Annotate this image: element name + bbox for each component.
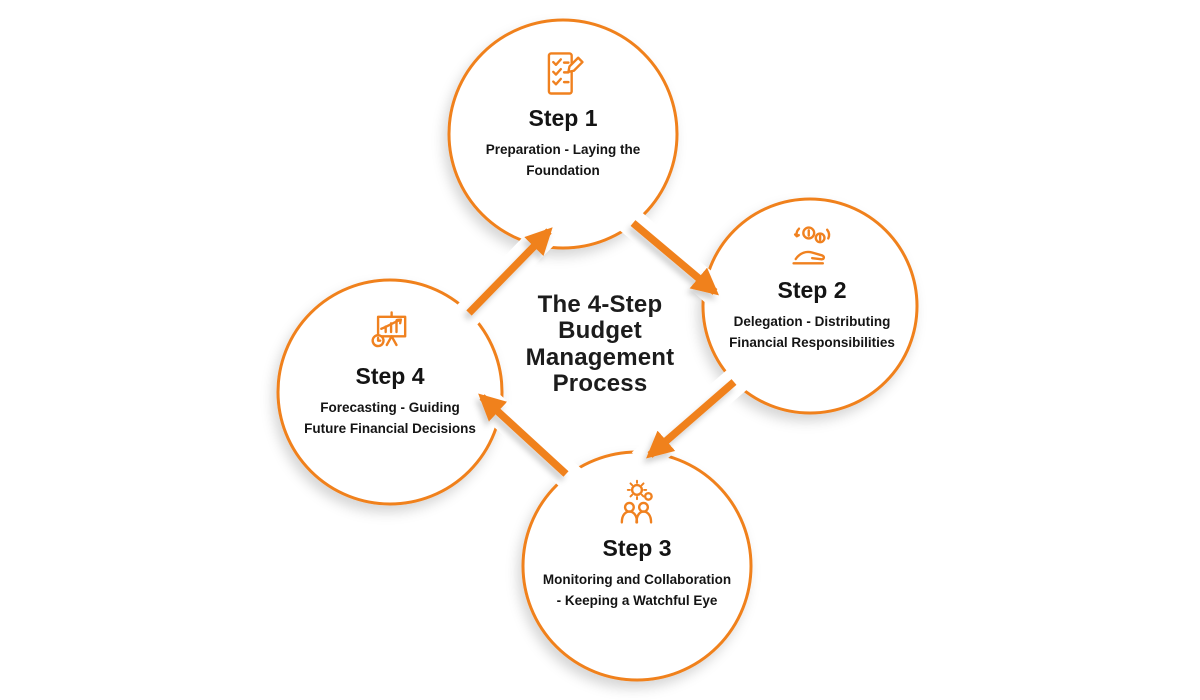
step-4-circle xyxy=(276,278,504,506)
arrow-step-4-to-step-1 xyxy=(466,227,553,316)
arrow-step-3-to-step-4 xyxy=(478,393,569,477)
step-1-circle xyxy=(447,18,679,250)
step-2-group: Step 2 Delegation - Distributing Financi… xyxy=(726,220,898,354)
step-1-description: Preparation - Laying the Foundation xyxy=(485,142,641,178)
step-4-label: Step 4 xyxy=(355,363,425,389)
step-3-group: Step 3 Monitoring and Collaboration - Ke… xyxy=(542,478,732,612)
people-gears-icon xyxy=(620,479,653,524)
arrow-step-1-to-step-2 xyxy=(630,220,720,296)
step-1-label: Step 1 xyxy=(528,105,598,131)
diagram-title: The 4-Step Budget Management Process xyxy=(525,291,675,398)
arrow-step-2-to-step-3 xyxy=(646,379,737,459)
checklist-document-icon xyxy=(547,52,584,95)
step-4-group: Step 4 Forecasting - Guiding Future Fina… xyxy=(304,306,476,440)
presentation-chart-icon xyxy=(371,311,407,348)
step-2-description: Delegation - Distributing Financial Resp… xyxy=(729,314,895,350)
hand-money-icon xyxy=(792,226,831,265)
step-4-description: Forecasting - Guiding Future Financial D… xyxy=(304,400,476,436)
step-3-description: Monitoring and Collaboration - Keeping a… xyxy=(542,572,732,608)
step-2-circle xyxy=(701,197,919,415)
step-1-group: Step 1 Preparation - Laying the Foundati… xyxy=(463,48,663,182)
step-2-label: Step 2 xyxy=(777,277,847,303)
step-3-label: Step 3 xyxy=(602,535,672,561)
